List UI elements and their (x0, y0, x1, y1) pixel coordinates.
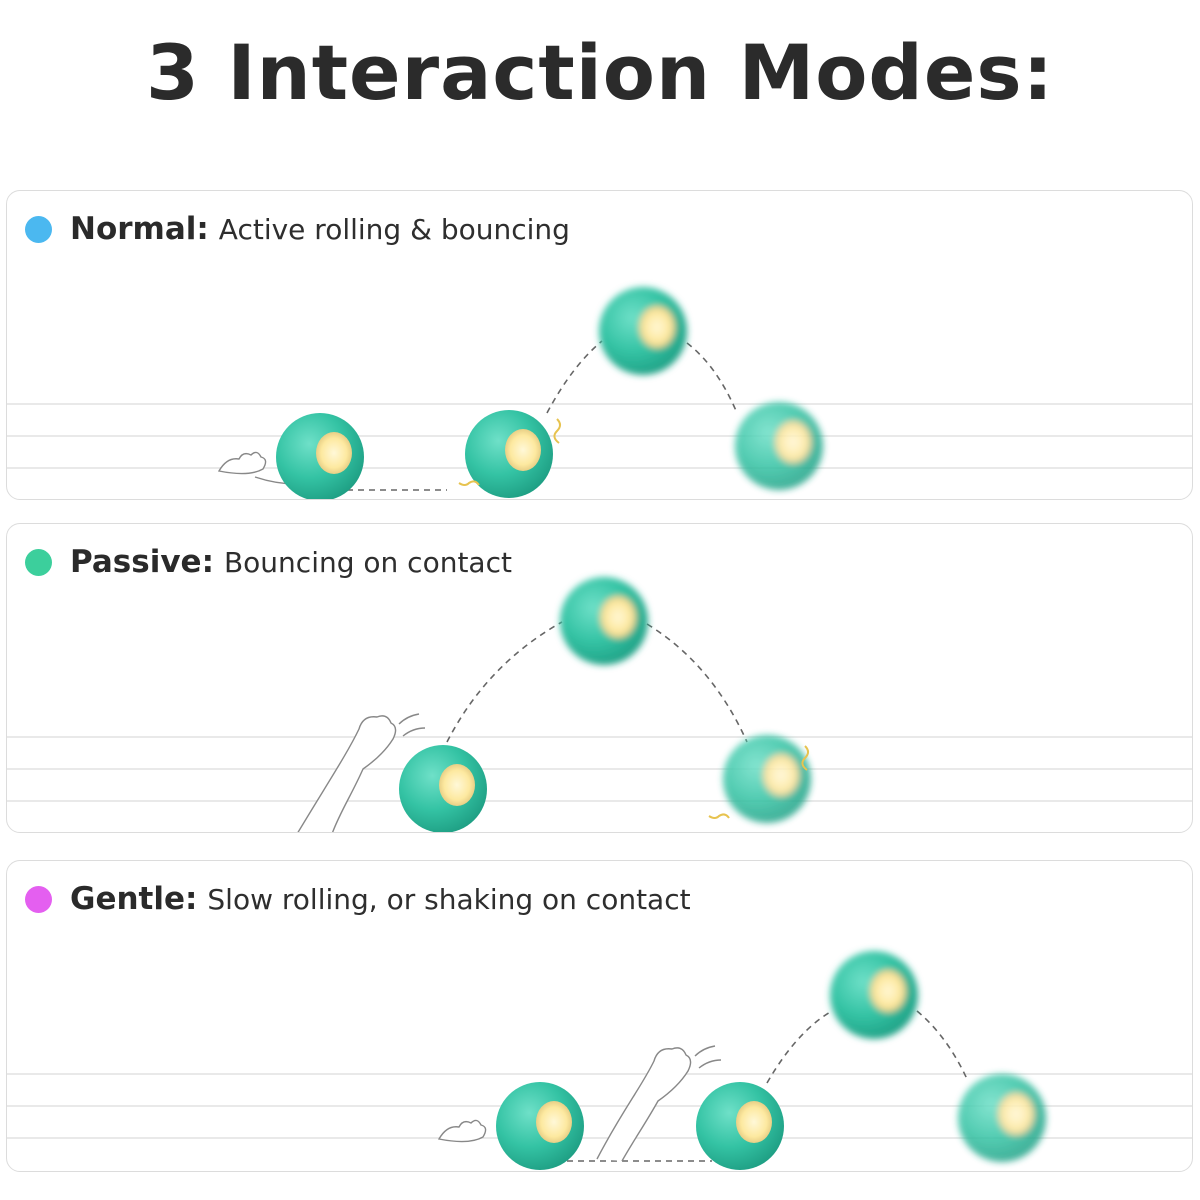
mode-name-gentle: Gentle: (70, 881, 198, 917)
ball-3 (723, 735, 811, 823)
gentle-mode-illustration (7, 951, 1192, 1170)
cat-leg-icon (596, 1045, 722, 1162)
trajectory-dashes (446, 621, 748, 743)
ball-1 (276, 413, 364, 499)
ball-2 (560, 577, 648, 665)
normal-mode-illustration (7, 287, 1192, 499)
mode-header-passive: Passive: Bouncing on contact (25, 544, 512, 580)
trajectory-dashes (567, 1010, 968, 1162)
mode-name-normal: Normal: (70, 211, 209, 247)
ball-4 (958, 1074, 1046, 1162)
mode-description-gentle: Slow rolling, or shaking on contact (207, 882, 691, 916)
trajectory-dashes (347, 340, 738, 491)
mode-dot-gentle (25, 885, 52, 913)
ball-2 (696, 1082, 784, 1170)
page-title: 3 Interaction Modes: (146, 28, 1054, 117)
mode-panel-gentle: Gentle: Slow rolling, or shaking on cont… (6, 860, 1193, 1172)
ball-1 (399, 745, 487, 832)
ball-4 (735, 402, 823, 490)
floor-lines (7, 736, 1192, 802)
mode-panel-passive: Passive: Bouncing on contact (6, 523, 1193, 833)
mode-header-gentle: Gentle: Slow rolling, or shaking on cont… (25, 881, 691, 917)
mode-description-passive: Bouncing on contact (223, 545, 512, 579)
mode-panel-normal: Normal: Active rolling & bouncing (6, 190, 1193, 500)
passive-mode-illustration (7, 577, 1192, 832)
motion-spark-icon (708, 745, 809, 819)
mode-dot-normal (25, 215, 52, 243)
mode-description-normal: Active rolling & bouncing (218, 212, 570, 246)
ball-3 (599, 287, 687, 375)
ball-2 (465, 410, 553, 498)
ball-1 (496, 1082, 584, 1170)
ball-3 (830, 951, 918, 1039)
mode-dot-passive (25, 548, 52, 576)
motion-spark-icon (458, 418, 561, 486)
floor-lines (7, 403, 1192, 469)
cat-paw-icon (437, 1119, 487, 1143)
mode-name-passive: Passive: (70, 544, 214, 580)
mode-header-normal: Normal: Active rolling & bouncing (25, 211, 570, 247)
cat-leg-icon (297, 713, 426, 832)
